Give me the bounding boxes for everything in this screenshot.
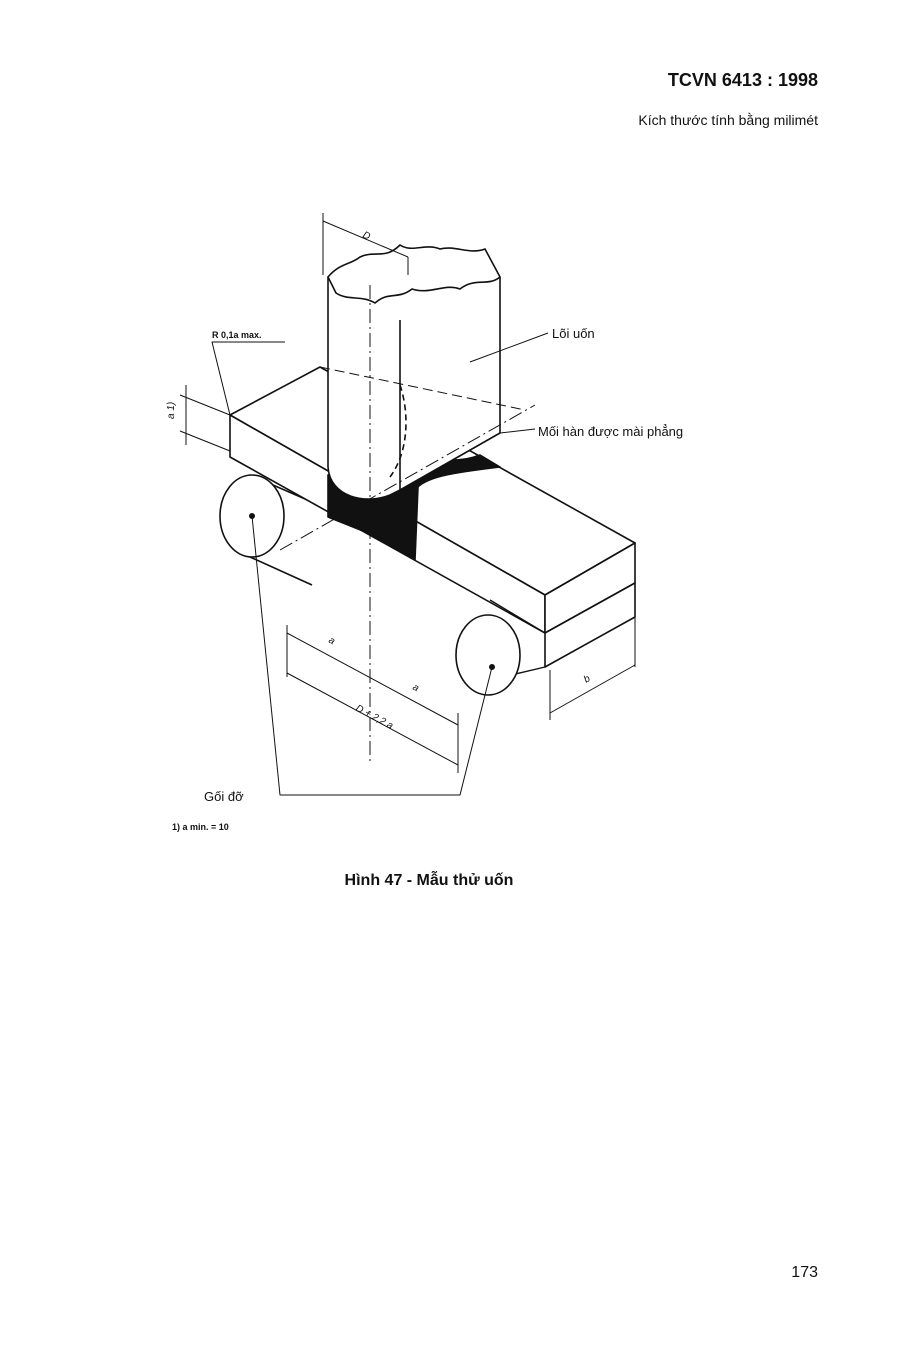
mandrel-top-break [327, 244, 501, 304]
thickness-dim-label: a 1) [166, 402, 177, 419]
footnote: 1) a min. = 10 [172, 822, 229, 832]
diameter-dim-label: D [361, 230, 372, 243]
radius-label: R 0,1a max. [212, 330, 262, 340]
span-dim-label: D + 2,2 a [354, 703, 396, 732]
page-number: 173 [791, 1264, 818, 1281]
right-support-end [455, 614, 521, 696]
figure-caption: Hình 47 - Mẫu thử uốn [344, 872, 514, 889]
weld-label: Mối hàn được mài phẳng [538, 424, 683, 439]
standard-number: TCVN 6413 : 1998 [667, 70, 818, 90]
half-span-left-label: a [327, 635, 337, 648]
bend-test-drawing: Lõi uốn Mối hàn được mài phẳng R 0,1a ma… [166, 213, 683, 832]
width-dim-label: b [582, 673, 593, 686]
half-span-right-label: a [411, 682, 421, 695]
mandrel-body [327, 276, 501, 500]
mandrel-label: Lõi uốn [552, 326, 595, 341]
bend-test-figure: Lõi uốn Mối hàn được mài phẳng R 0,1a ma… [150, 205, 750, 845]
units-note: Kích thước tính bằng milimét [638, 112, 818, 128]
supports-label: Gối đỡ [204, 789, 244, 804]
